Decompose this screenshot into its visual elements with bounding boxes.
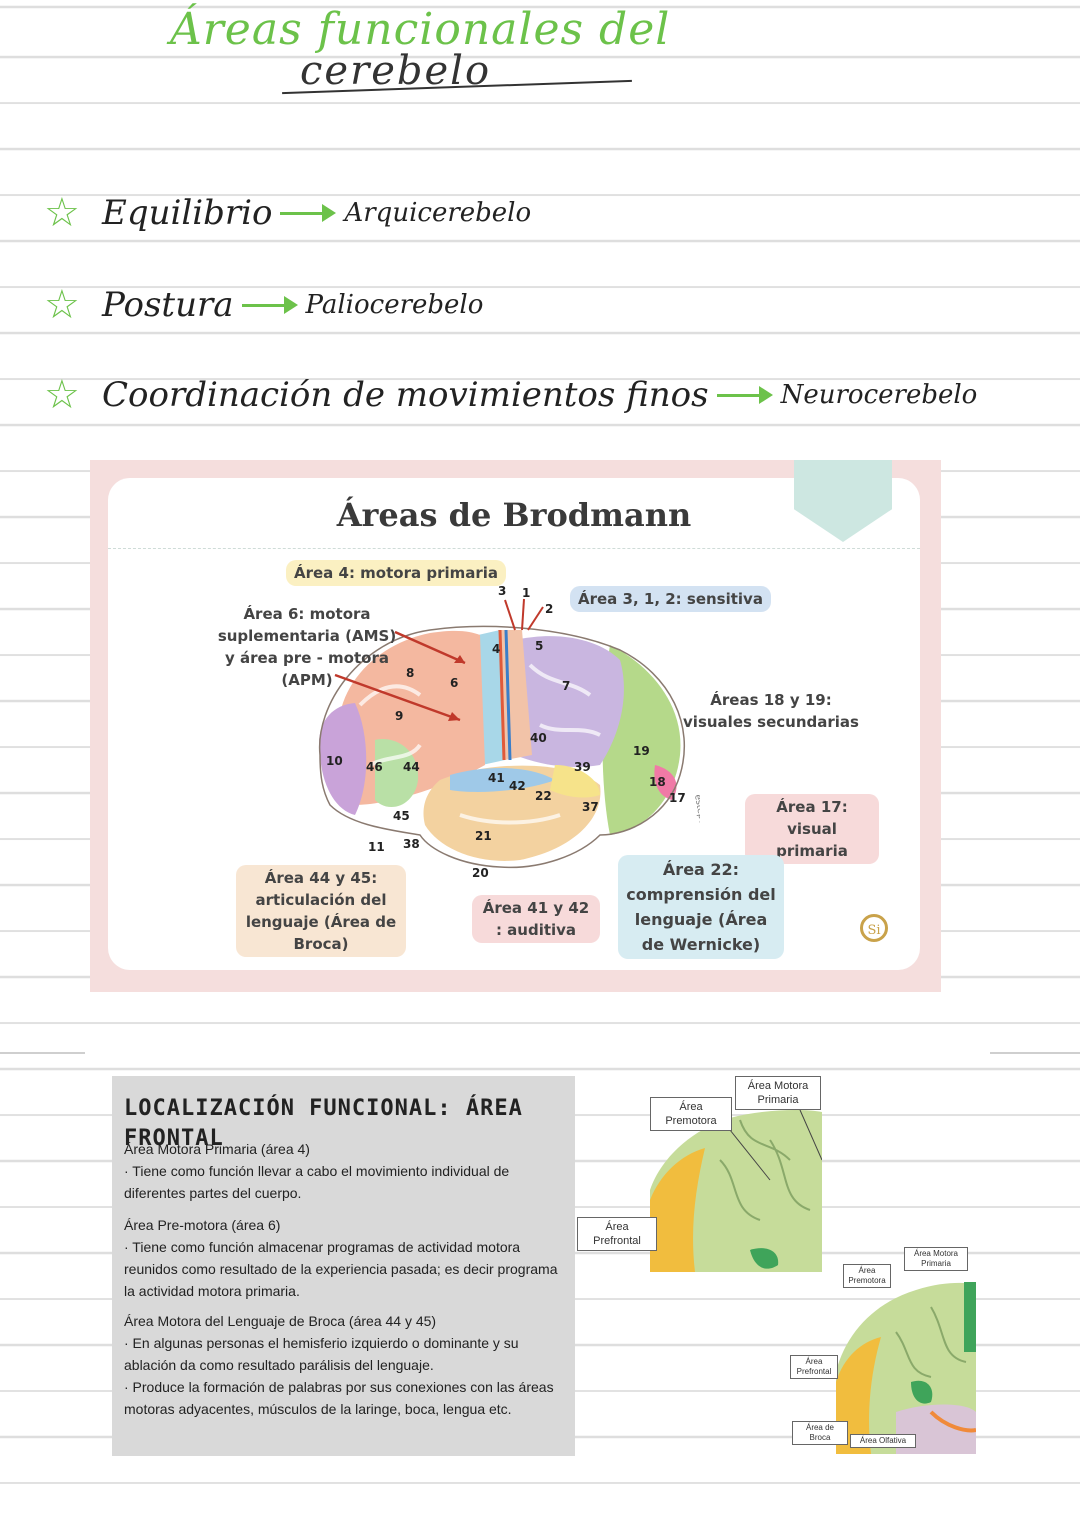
label-5: 5 [535,639,543,653]
label-6: 6 [450,676,458,690]
label-39: 39 [574,760,591,774]
section-bullet: · Produce la formación de palabras por s… [124,1379,554,1417]
brand-logo: Si [860,914,888,942]
label-8: 8 [406,666,414,680]
label-19: 19 [633,744,650,758]
list-item-equilibrio: ☆ Equilibrio Arquicerebelo [44,190,531,236]
watermark: estepdies [692,794,700,839]
prefrontal-region [319,703,367,815]
label-20: 20 [472,866,489,880]
label-2: 2 [545,602,553,616]
label-area-18-19: Áreas 18 y 19: visuales secundarias [683,691,859,731]
divider [990,1052,1080,1054]
label-22: 22 [535,789,552,803]
label-area-6: Área 6: motora suplementaria (AMS) y áre… [217,605,397,689]
label-motora-primaria-small: Área Motora Primaria [904,1247,968,1271]
function-region: Paliocerebelo [305,290,484,320]
visual-primary [654,765,677,800]
label-area-17: Área 17: visual primaria [745,794,879,864]
section-heading: Área Motora del Lenguaje de Broca (área … [124,1313,437,1329]
list-item-coordinacion: ☆ Coordinación de movimientos finos Neur… [44,372,977,418]
section-bullet: · En algunas personas el hemisferio izqu… [124,1335,519,1373]
arrow-icon [241,296,298,314]
section-bullet: · Tiene como función llevar a cabo el mo… [124,1163,510,1201]
label-prefrontal-small: Área Prefrontal [790,1355,838,1379]
label-41: 41 [488,771,505,785]
label-37: 37 [582,800,599,814]
label-44: 44 [403,760,420,774]
label-7: 7 [562,679,570,693]
label-area-3-1-2: Área 3, 1, 2: sensitiva [570,586,771,612]
auditory-region [450,768,555,792]
frontal-brain-small [836,1282,976,1454]
label-premotora: Área Premotora [650,1097,732,1131]
label-46: 46 [366,760,383,774]
star-icon: ☆ [44,372,80,418]
arrow-icon [716,386,773,404]
brain-diagram: 3 1 2 4 5 6 7 8 9 10 46 44 45 11 38 41 4… [318,585,700,880]
function-region: Arquicerebelo [344,198,532,228]
label-3: 3 [498,585,506,598]
label-38: 38 [403,837,420,851]
label-area-22: Área 22: comprensión del lenguaje (Área … [618,855,784,959]
label-10: 10 [326,754,343,768]
function-label: Coordinación de movimientos finos [102,375,709,415]
label-18: 18 [649,775,666,789]
label-motora-primaria: Área Motora Primaria [735,1076,821,1110]
list-item-postura: ☆ Postura Paliocerebelo [44,282,483,328]
label-21: 21 [475,829,492,843]
label-40: 40 [530,731,547,745]
section-heading: Área Pre-motora (área 6) [124,1217,281,1233]
divider [0,1052,85,1054]
label-9: 9 [395,709,403,723]
frontal-title: LOCALIZACIÓN FUNCIONAL: ÁREA FRONTAL [124,1096,523,1151]
motor-strip [478,630,505,765]
page-title: Áreas funcionales del [170,4,671,55]
frontal-brain-large [650,1109,822,1272]
brodmann-title: Áreas de Brodmann [336,496,692,534]
label-area-4: Área 4: motora primaria [286,560,507,586]
label-11: 11 [368,840,385,854]
frontal-info-box [112,1076,575,1456]
label-17: 17 [669,791,686,805]
divider [108,548,920,549]
label-olfativa-small: Área Olfativa [850,1434,916,1448]
function-label: Postura [102,285,234,325]
arrow-icon [280,204,337,222]
section-heading: Área Motora Primaria (área 4) [124,1141,310,1157]
label-premotora-small: Área Premotora [843,1264,891,1288]
label-area-41-42: Área 41 y 42 : auditiva [472,895,600,943]
label-area-44-45: Área 44 y 45: articulación del lenguaje … [236,865,406,957]
label-45: 45 [393,809,410,823]
star-icon: ☆ [44,282,80,328]
function-region: Neurocerebelo [780,380,978,410]
star-icon: ☆ [44,190,80,236]
label-1: 1 [522,586,530,600]
label-broca-small: Área de Broca [792,1421,848,1445]
label-4: 4 [492,642,500,656]
function-label: Equilibrio [102,193,273,233]
label-42: 42 [509,779,526,793]
label-prefrontal: Área Prefrontal [577,1217,657,1251]
wernicke-region [550,765,600,798]
section-bullet: · Tiene como función almacenar programas… [124,1239,558,1299]
